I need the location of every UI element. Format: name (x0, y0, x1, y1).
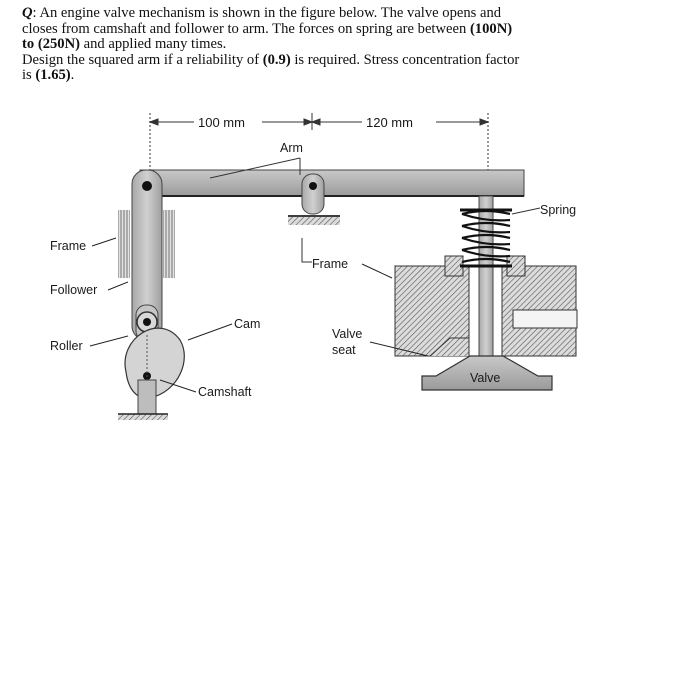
label-spring: Spring (540, 203, 576, 217)
question-label: Q (22, 5, 33, 21)
frame-guide-left (118, 210, 130, 278)
arm (139, 169, 525, 197)
arrow-head-icon (303, 118, 314, 126)
label-roller: Roller (50, 339, 83, 353)
problem-line-4: Design the squared arm if a reliability … (22, 51, 622, 69)
leader-lines (89, 237, 429, 393)
dimension-right: 120 mm (366, 115, 413, 130)
label-valve-seat-line2: seat (332, 343, 356, 357)
label-camshaft: Camshaft (198, 385, 252, 399)
arrow-head-icon (479, 118, 490, 126)
text-span: : An engine valve mechanism is shown in … (32, 5, 502, 21)
label-arm: Arm (280, 141, 303, 155)
label-frame-left: Frame (50, 239, 86, 253)
problem-statement: Q: An engine valve mechanism is shown in… (22, 5, 622, 84)
follower-rod (131, 169, 163, 342)
arm-pivot (288, 173, 340, 225)
label-frame-center: Frame (312, 257, 348, 271)
valve-stem (478, 195, 494, 367)
camshaft-support (118, 379, 168, 420)
problem-line-2: closes from camshaft and follower to arm… (22, 20, 622, 38)
text-span: Design the squared arm if a reliability … (22, 51, 263, 68)
text-span: and applied many times. (79, 36, 227, 53)
spring (460, 208, 512, 268)
label-cam: Cam (234, 317, 260, 331)
arrow-head-icon (148, 118, 159, 126)
problem-line-5: is (1.65). (22, 68, 622, 84)
reliability-value: (0.9) (262, 51, 291, 68)
valve-head (421, 355, 553, 391)
label-valve-seat-line1: Valve (332, 327, 362, 341)
text-span: is (22, 67, 36, 84)
label-valve: Valve (470, 371, 500, 385)
force-max: (250N) (37, 36, 80, 53)
arrow-head-icon (310, 118, 321, 126)
problem-line-3: to (250N) and applied many times. (22, 36, 622, 53)
text-span: . (70, 67, 75, 84)
valve-body (394, 255, 578, 357)
text-span: closes from camshaft and follower to arm… (22, 20, 467, 37)
dimension-left: 100 mm (198, 115, 245, 130)
force-min: (100N) (469, 20, 513, 37)
label-follower: Follower (50, 283, 97, 297)
frame-guide-right (163, 210, 175, 278)
problem-line-1: Q: An engine valve mechanism is shown in… (22, 5, 622, 22)
text-span: to (22, 36, 35, 53)
stress-concentration-value: (1.65) (35, 67, 71, 84)
text-span: is required. Stress concentration factor (290, 51, 520, 68)
